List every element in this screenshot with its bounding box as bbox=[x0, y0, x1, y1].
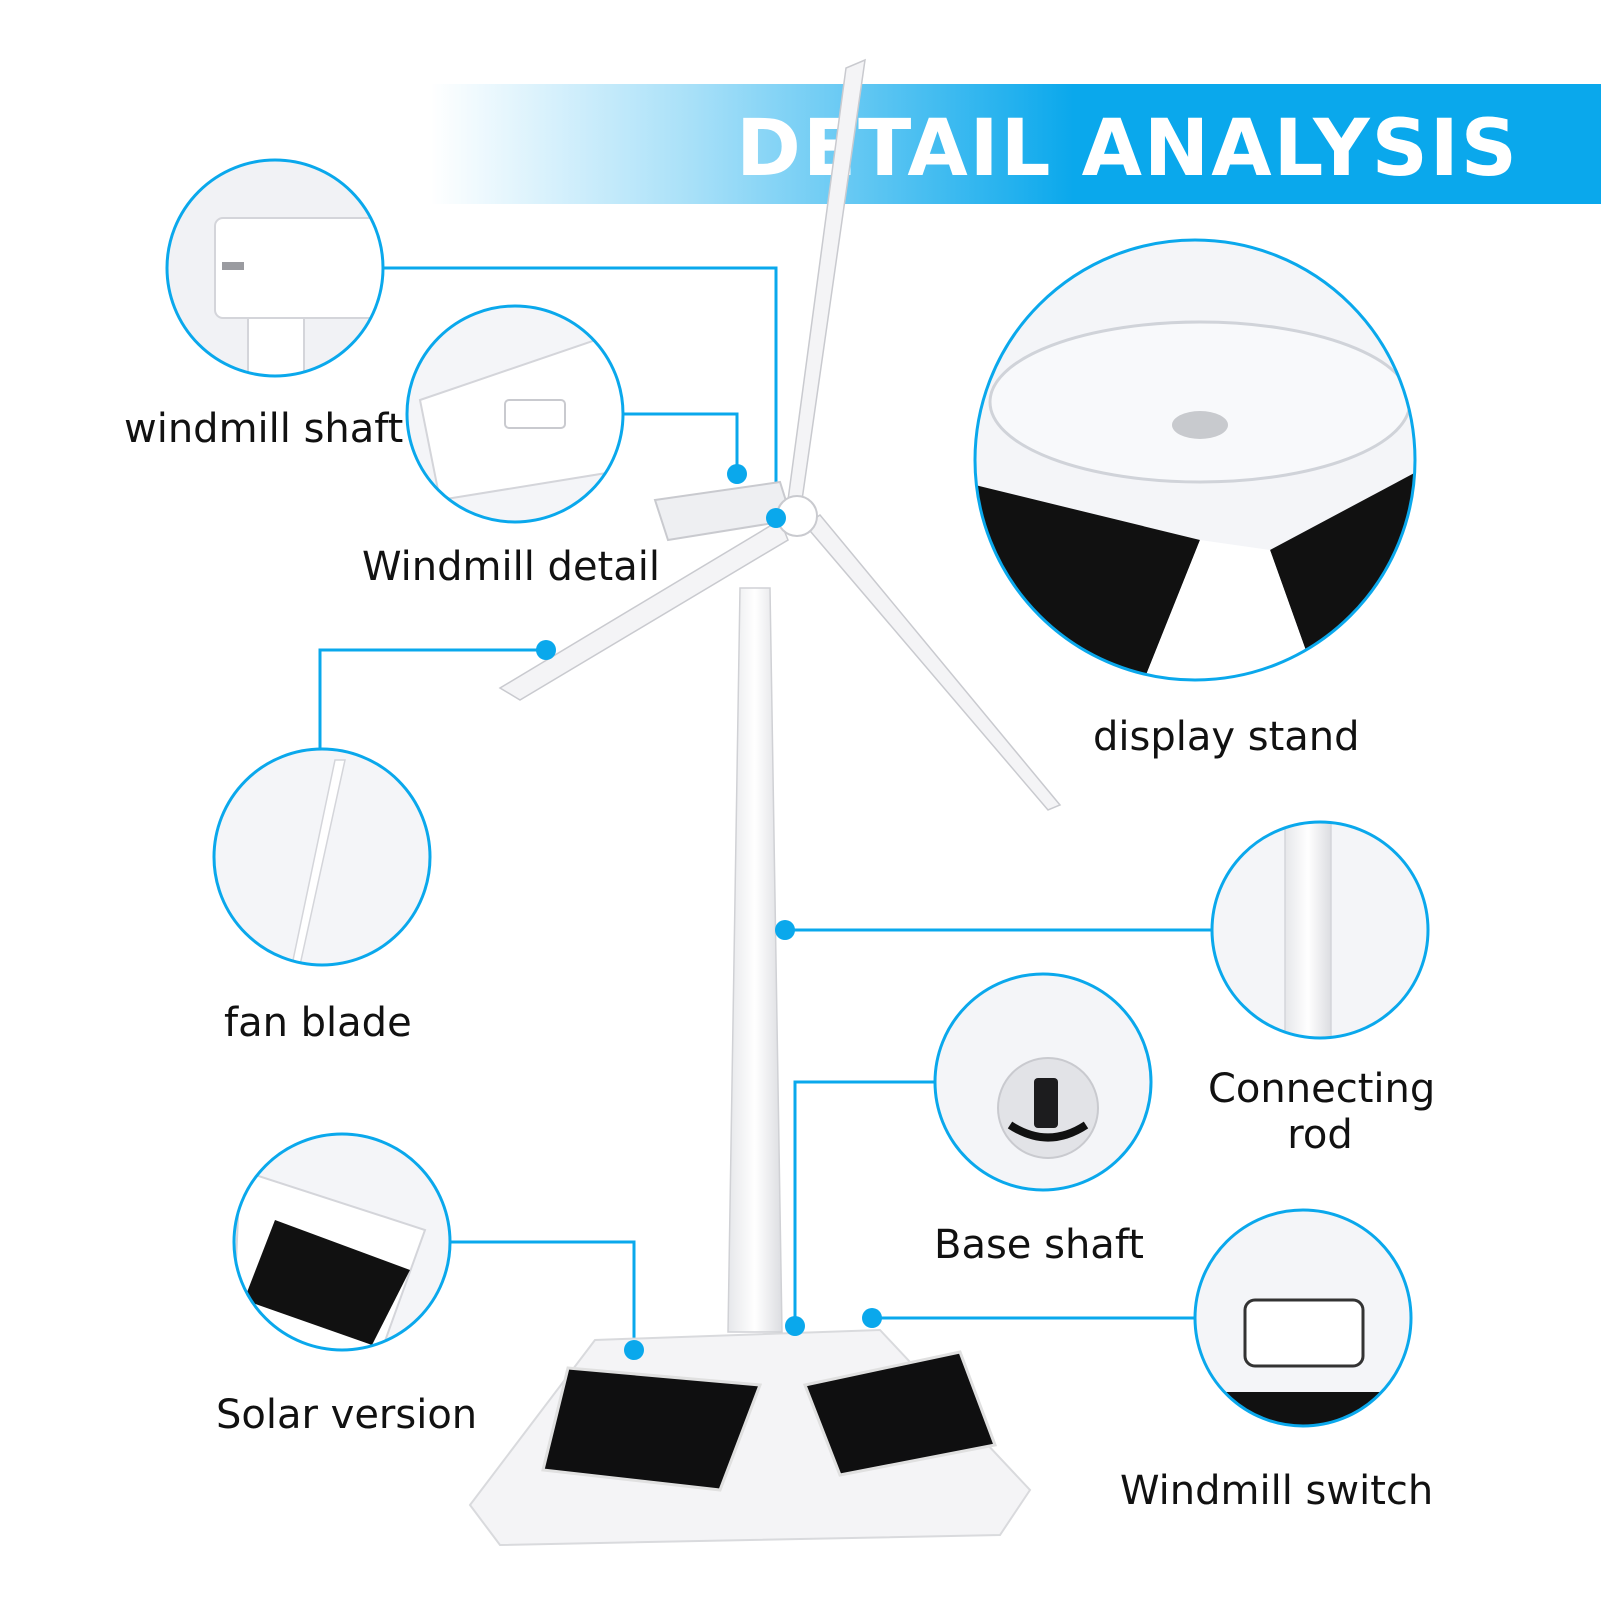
label-connecting-rod: Connecting rod bbox=[1208, 1066, 1436, 1158]
line-solar-version bbox=[450, 1240, 636, 1350]
detail-solar-version bbox=[232, 1132, 452, 1352]
dot-switch bbox=[862, 1308, 882, 1328]
detail-fan-blade bbox=[212, 747, 432, 967]
detail-windmill-switch bbox=[1193, 1208, 1413, 1428]
dot-windmill-detail bbox=[727, 464, 747, 484]
solar-panel-right bbox=[802, 1350, 998, 1477]
line-windmill-detail bbox=[623, 412, 739, 468]
label-connecting-rod-line1: Connecting bbox=[1208, 1066, 1436, 1112]
label-display-stand: display stand bbox=[1093, 714, 1360, 760]
blade-up bbox=[787, 58, 866, 501]
line-base-shaft bbox=[793, 1080, 935, 1326]
dot-connecting-rod bbox=[775, 920, 795, 940]
line-windmill-shaft bbox=[383, 266, 778, 512]
windmill-model bbox=[468, 58, 1062, 1547]
callout-lines bbox=[318, 266, 1212, 1350]
label-base-shaft: Base shaft bbox=[934, 1222, 1144, 1268]
page-title: DETAIL ANALYSIS bbox=[736, 104, 1519, 194]
detail-windmill-detail bbox=[405, 304, 625, 524]
detail-display-stand bbox=[973, 238, 1417, 682]
label-fan-blade: fan blade bbox=[224, 1000, 412, 1046]
label-windmill-detail: Windmill detail bbox=[362, 544, 660, 590]
label-windmill-switch: Windmill switch bbox=[1120, 1468, 1434, 1514]
dot-fan-blade bbox=[536, 640, 556, 660]
dot-base-shaft bbox=[785, 1316, 805, 1336]
label-windmill-shaft: windmill shaft bbox=[124, 406, 404, 452]
tower bbox=[727, 587, 783, 1333]
detail-windmill-shaft bbox=[165, 158, 385, 378]
header-banner bbox=[430, 84, 1601, 204]
detail-connecting-rod bbox=[1210, 820, 1430, 1040]
callout-dots bbox=[536, 464, 882, 1360]
dot-windmill-shaft bbox=[766, 508, 786, 528]
dot-solar-version bbox=[624, 1340, 644, 1360]
solar-panel-left bbox=[541, 1366, 763, 1492]
label-connecting-rod-line2: rod bbox=[1287, 1112, 1353, 1158]
detail-base-shaft bbox=[933, 972, 1153, 1192]
label-solar-version: Solar version bbox=[216, 1392, 478, 1438]
line-fan-blade bbox=[318, 648, 546, 750]
